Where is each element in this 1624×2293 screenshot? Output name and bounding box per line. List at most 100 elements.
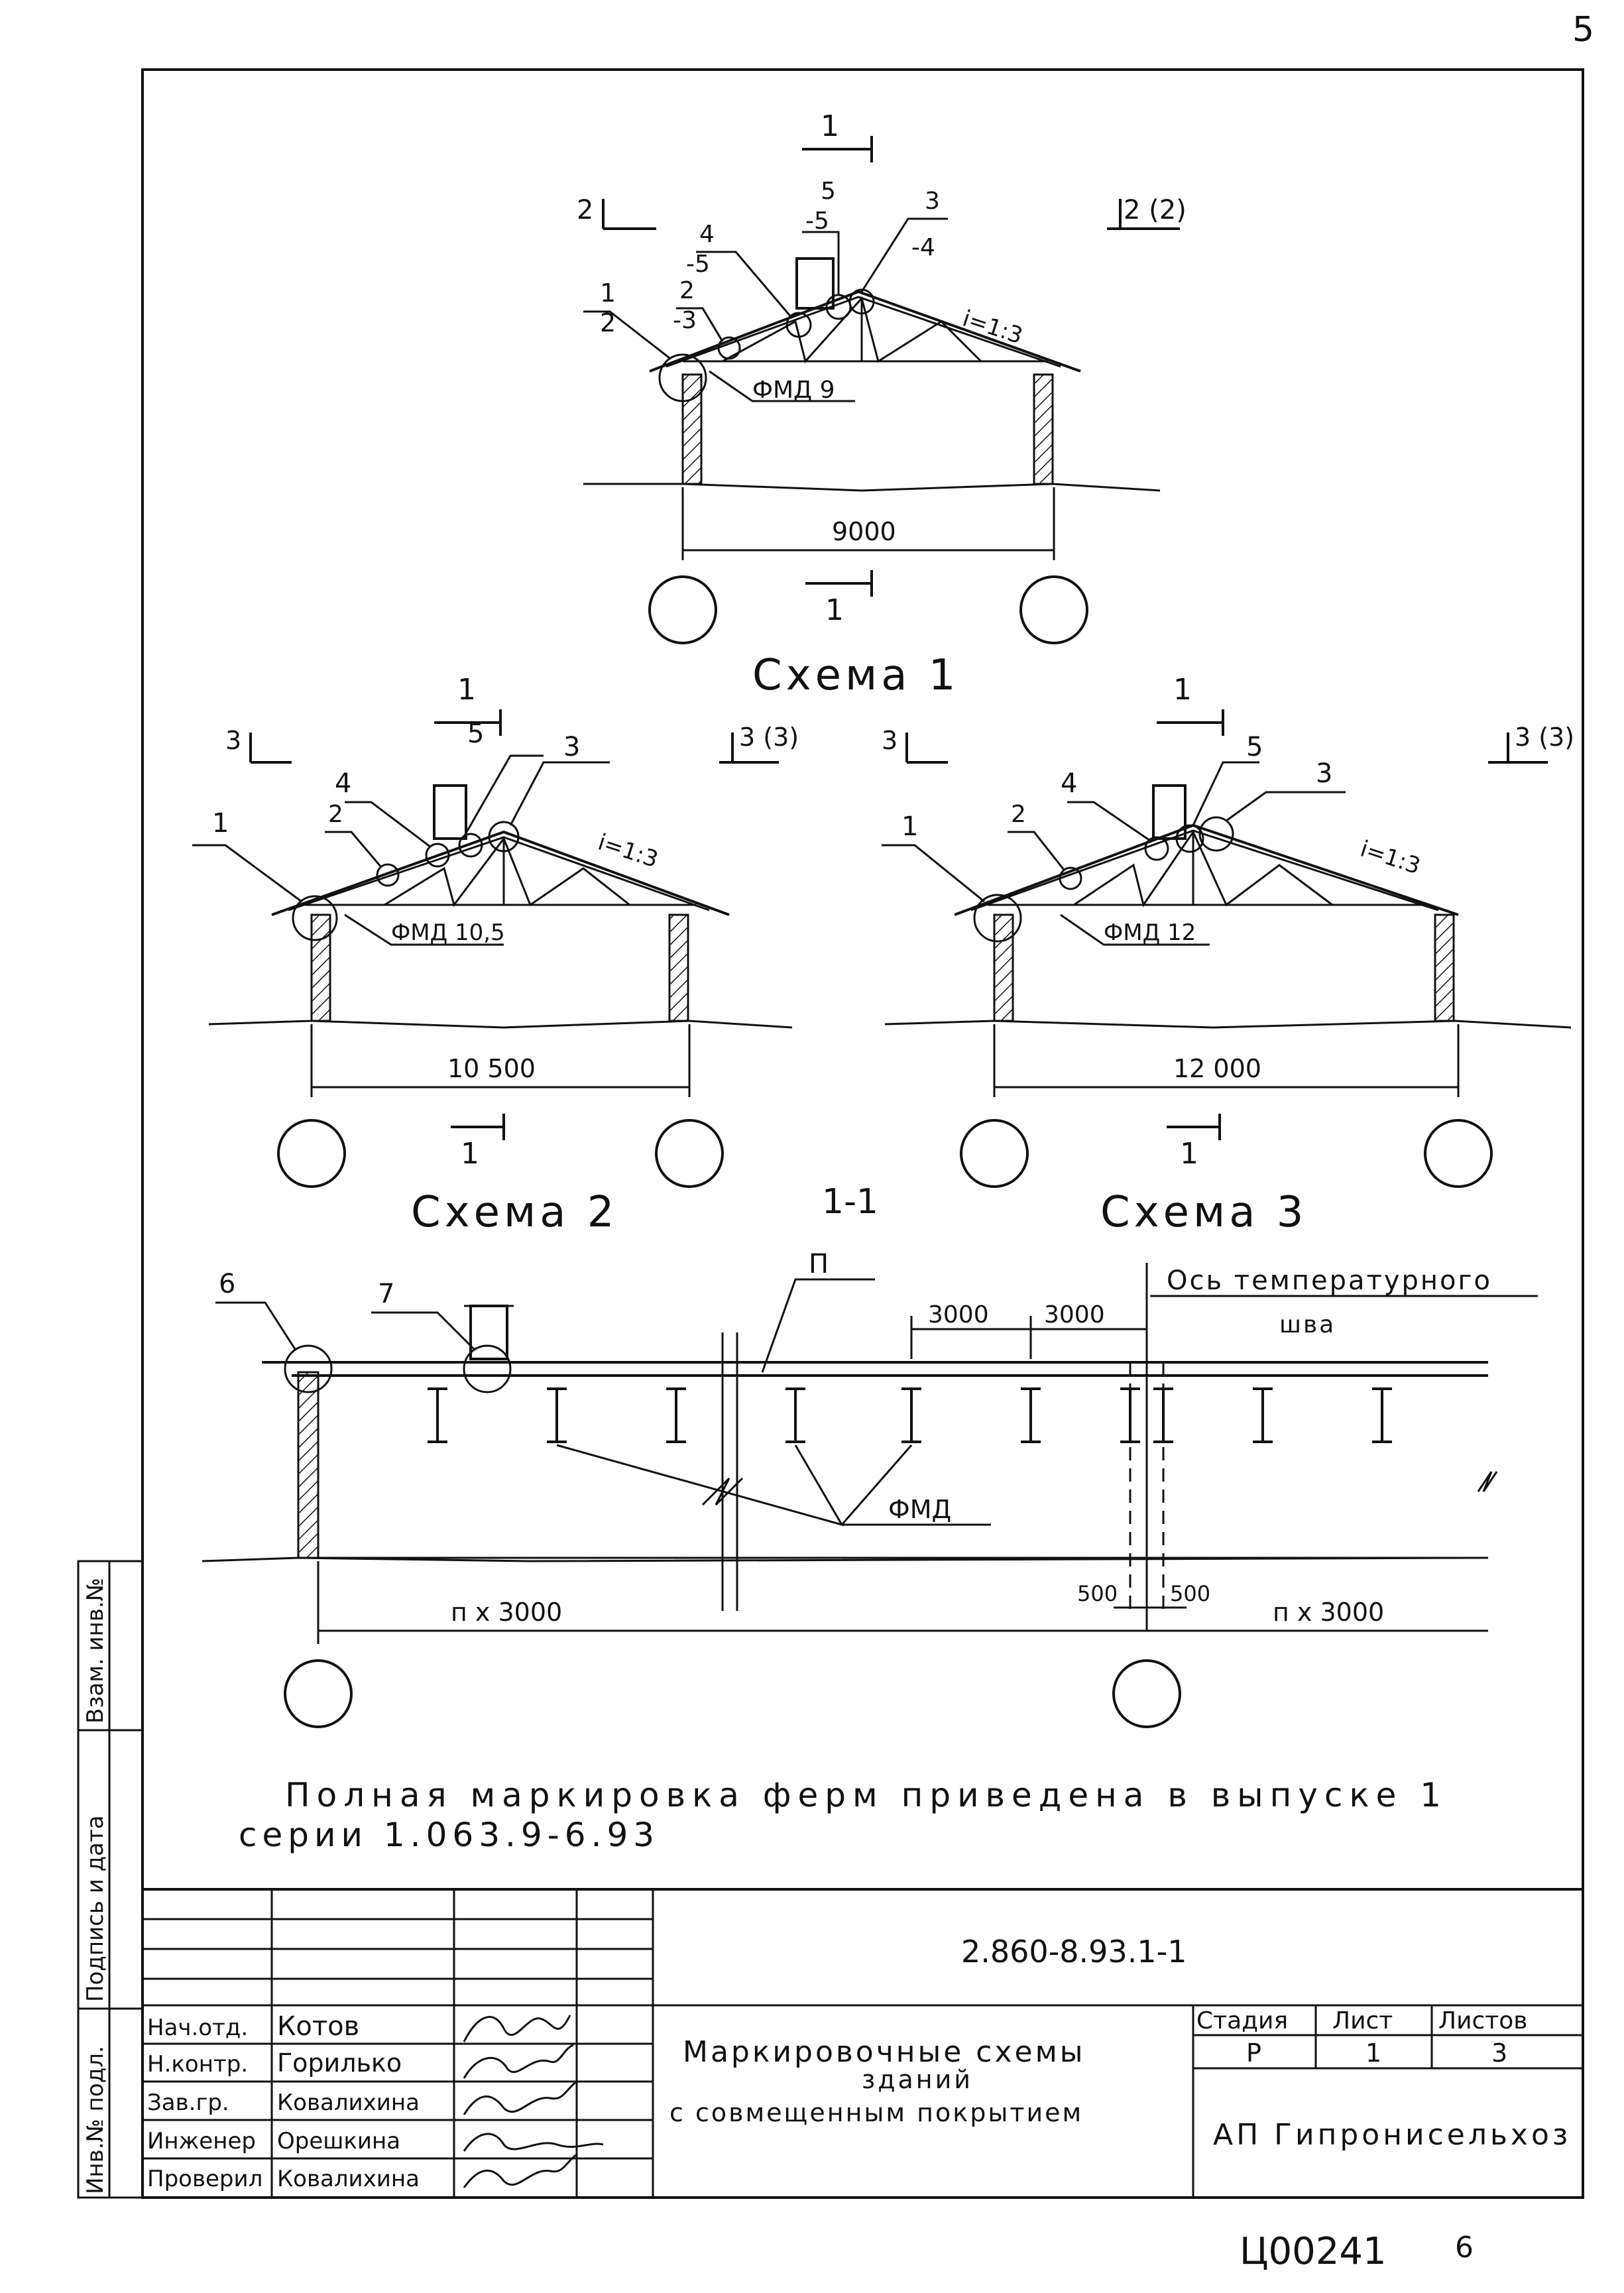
scheme-1-title: Схема 1 [752, 651, 960, 700]
note: Полная маркировка ферм приведена в выпус… [239, 1776, 1441, 1854]
archive-code-suffix: 6 [1455, 2231, 1474, 2264]
svg-text:500: 500 [1077, 1581, 1118, 1606]
section-title: 1-1 [822, 1182, 878, 1222]
svg-text:П: П [809, 1249, 829, 1279]
svg-text:1: 1 [825, 593, 844, 627]
svg-text:9000: 9000 [832, 517, 896, 546]
roof-outline [271, 784, 730, 916]
cut-mark-right: 3 (3) [1488, 723, 1574, 764]
walls [208, 913, 793, 1029]
detail-callouts: 1 2 4 5 3 [192, 719, 610, 941]
axis-marker [284, 1659, 353, 1728]
dimension-bottom: 500 500 п х 3000 п х 3000 [317, 1561, 1488, 1644]
truss-label: ФМД 10,5 [344, 913, 505, 946]
svg-text:3: 3 [925, 188, 940, 215]
svg-text:1: 1 [1173, 673, 1192, 707]
svg-text:4: 4 [1061, 768, 1077, 799]
dimension-3000: 3000 3000 [910, 1301, 1147, 1359]
detail-callout-7 [463, 1344, 512, 1393]
svg-text:1: 1 [821, 109, 839, 143]
svg-text:Инженер: Инженер [147, 2128, 256, 2154]
svg-text:2 (2): 2 (2) [1124, 195, 1187, 225]
temperature-joint-label: Ось температурного шва [1150, 1265, 1538, 1338]
svg-text:ФМД 12: ФМД 12 [1104, 919, 1196, 946]
svg-text:2: 2 [1011, 801, 1026, 828]
svg-text:3 (3): 3 (3) [1515, 723, 1574, 752]
svg-text:Взам. инв.№: Взам. инв.№ [82, 1578, 109, 1724]
svg-text:п х 3000: п х 3000 [451, 1598, 562, 1627]
svg-text:Н.контр.: Н.контр. [147, 2051, 248, 2078]
cut-mark-left: 2 [577, 195, 656, 230]
section-cut-top: 1 [434, 673, 502, 736]
scheme-2-title: Схема 2 [411, 1188, 618, 1237]
svg-text:ФМД: ФМД [888, 1495, 951, 1524]
dimension-span: 10 500 [310, 1024, 691, 1097]
section-cut-bottom: 1 [805, 570, 873, 627]
side-stamp: Взам. инв.№ Подпись и дата Инв.№ подл. [77, 1560, 144, 2199]
svg-text:3 (3): 3 (3) [739, 723, 799, 752]
archive-code: Ц00241 [1240, 2230, 1387, 2273]
walls [583, 373, 1161, 492]
svg-text:1: 1 [461, 1137, 479, 1171]
svg-text:500: 500 [1170, 1581, 1210, 1606]
signatures [463, 2015, 604, 2188]
svg-text:2: 2 [577, 195, 593, 225]
svg-text:2: 2 [328, 801, 343, 828]
slope-label: i=1:3 [1357, 836, 1423, 880]
svg-text:5: 5 [1246, 732, 1263, 762]
svg-text:1: 1 [457, 673, 476, 707]
svg-text:Р: Р [1246, 2038, 1261, 2068]
svg-text:Зав.гр.: Зав.гр. [147, 2089, 229, 2116]
dimension-span: 12 000 [993, 1024, 1460, 1097]
svg-text:шва: шва [1279, 1311, 1336, 1338]
svg-text:Лист: Лист [1332, 2007, 1393, 2034]
detail-callouts: 1 2 2 -3 4 -5 5 -5 3 -4 [583, 178, 948, 402]
svg-text:Нач.отд.: Нач.отд. [147, 2015, 248, 2041]
svg-text:-3: -3 [673, 307, 697, 334]
svg-text:Ковалихина: Ковалихина [277, 2166, 420, 2192]
svg-text:3000: 3000 [928, 1301, 989, 1328]
svg-text:Стадия: Стадия [1196, 2007, 1288, 2034]
svg-text:Котов: Котов [277, 2011, 359, 2042]
scheme-3-title: Схема 3 [1100, 1188, 1308, 1237]
slope-label: i=1:3 [595, 829, 661, 874]
section-cut-top: 1 [802, 109, 873, 162]
svg-text:-4: -4 [911, 234, 935, 261]
svg-text:-5: -5 [805, 207, 829, 235]
cut-mark-right: 3 (3) [719, 723, 799, 764]
svg-text:3: 3 [563, 732, 580, 762]
svg-text:ФМД 9: ФМД 9 [752, 377, 835, 404]
svg-text:зданий: зданий [862, 2065, 973, 2094]
axis-marker [1424, 1119, 1493, 1188]
svg-text:7: 7 [378, 1279, 394, 1309]
svg-text:3: 3 [882, 726, 898, 755]
axis-marker [1019, 575, 1088, 644]
axis-marker [277, 1119, 346, 1188]
section-cut-top: 1 [1157, 673, 1224, 736]
title-block: 2.860-8.93.1-1 Нач.отд. Котов Н.контр. Г… [141, 1888, 1584, 2199]
svg-text:3000: 3000 [1044, 1301, 1105, 1328]
svg-text:2: 2 [679, 277, 695, 304]
axis-marker [655, 1119, 724, 1188]
svg-text:Орешкина: Орешкина [277, 2128, 400, 2154]
scheme-2: 1 3 3 (3) [192, 673, 799, 1237]
svg-text:серии 1.063.9-6.93: серии 1.063.9-6.93 [239, 1816, 660, 1854]
svg-text:1: 1 [600, 278, 616, 308]
dimension-span: 9000 [681, 487, 1055, 560]
svg-text:12 000: 12 000 [1173, 1054, 1261, 1083]
cut-mark-left: 3 [225, 726, 292, 764]
detail-callout-6 [284, 1344, 333, 1393]
section-cut-bottom: 1 [1167, 1114, 1221, 1171]
axis-marker [1112, 1659, 1181, 1728]
svg-text:-5: -5 [686, 251, 710, 278]
svg-text:Ковалихина: Ковалихина [277, 2089, 420, 2116]
svg-text:Инв.№ подл.: Инв.№ подл. [82, 2046, 109, 2194]
section-1-1: 1-1 [202, 1182, 1538, 1728]
detail-callouts: 1 2 4 5 3 [882, 732, 1346, 943]
svg-text:10 500: 10 500 [447, 1054, 536, 1083]
svg-text:4: 4 [335, 768, 351, 799]
page-number: 5 [1572, 10, 1594, 50]
section-cut-bottom: 1 [451, 1114, 505, 1171]
svg-text:4: 4 [699, 221, 715, 248]
